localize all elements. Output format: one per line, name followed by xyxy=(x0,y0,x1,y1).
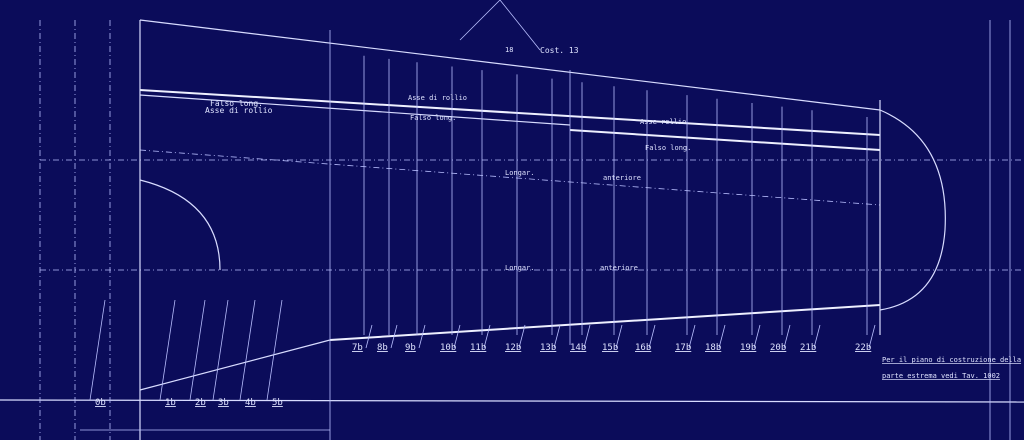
station-label-3b: 3b xyxy=(218,398,229,408)
station-label-8b: 8b xyxy=(377,343,388,353)
label-mark-18: 18 xyxy=(505,46,513,54)
station-leader xyxy=(518,324,526,349)
station-label-1b: 1b xyxy=(165,398,176,408)
station-leader xyxy=(483,324,491,349)
station-label-13b: 13b xyxy=(540,343,556,353)
station-label-0b: 0b xyxy=(95,398,106,408)
station-label-18b: 18b xyxy=(705,343,721,353)
station-label-9b: 9b xyxy=(405,343,416,353)
station-label-17b: 17b xyxy=(675,343,691,353)
station-label-10b: 10b xyxy=(440,343,456,353)
label-falso-long-1: Falso long. xyxy=(210,99,263,108)
station-leader xyxy=(189,299,206,401)
station-label-16b: 16b xyxy=(635,343,651,353)
station-label-4b: 4b xyxy=(245,398,256,408)
station-label-2b: 2b xyxy=(195,398,206,408)
station-label-22b: 22b xyxy=(855,343,871,353)
station-leader xyxy=(453,324,461,349)
station-leader xyxy=(89,299,106,401)
station-label-5b: 5b xyxy=(272,398,283,408)
label-asse-rollio-1: Asse di rollio xyxy=(205,106,273,115)
label-asse-rollio-2: Asse di rollio xyxy=(408,94,467,102)
label-falso-long-3: Falso long. xyxy=(645,144,691,152)
station-label-15b: 15b xyxy=(602,343,618,353)
station-label-12b: 12b xyxy=(505,343,521,353)
station-leader xyxy=(753,324,761,349)
label-falso-long-2: Falso long. xyxy=(410,114,456,122)
station-leader xyxy=(159,299,176,401)
label-asse-rollio-3: Asse rollio xyxy=(640,118,686,126)
label-longar-2: Longar. xyxy=(505,264,535,272)
label-anteriore-1: anteriore xyxy=(603,174,641,182)
station-lines: 0b 1b 2b 3b 4b 5b 7b 8b 9b 10b 11b 12b 13b 14b 15b 16b 1… xyxy=(89,55,876,408)
station-leader xyxy=(718,324,726,349)
station-leader xyxy=(868,324,876,349)
station-leader xyxy=(365,324,373,349)
station-leader xyxy=(390,324,398,349)
station-label-21b: 21b xyxy=(800,343,816,353)
label-anteriore-2: anteriore xyxy=(600,264,638,272)
station-leader xyxy=(553,324,561,349)
label-cost: Cost. 13 xyxy=(540,46,579,55)
station-leader xyxy=(583,324,591,349)
station-label-14b: 14b xyxy=(570,343,586,353)
station-leader xyxy=(615,324,623,349)
note-line-2: parte estrema vedi Tav. 1002 xyxy=(882,372,1000,380)
station-leader xyxy=(813,324,821,349)
station-leader xyxy=(688,324,696,349)
station-label-19b: 19b xyxy=(740,343,756,353)
label-longar-1: Longar. xyxy=(505,169,535,177)
station-label-11b: 11b xyxy=(470,343,486,353)
station-leader xyxy=(266,299,283,401)
station-leader xyxy=(783,324,791,349)
station-label-7b: 7b xyxy=(352,343,363,353)
station-label-20b: 20b xyxy=(770,343,786,353)
station-leader xyxy=(418,324,426,349)
note-line-1: Per il piano di costruzione della xyxy=(882,356,1021,364)
station-leader xyxy=(239,299,256,401)
station-leader xyxy=(648,324,656,349)
station-leader xyxy=(212,299,229,401)
